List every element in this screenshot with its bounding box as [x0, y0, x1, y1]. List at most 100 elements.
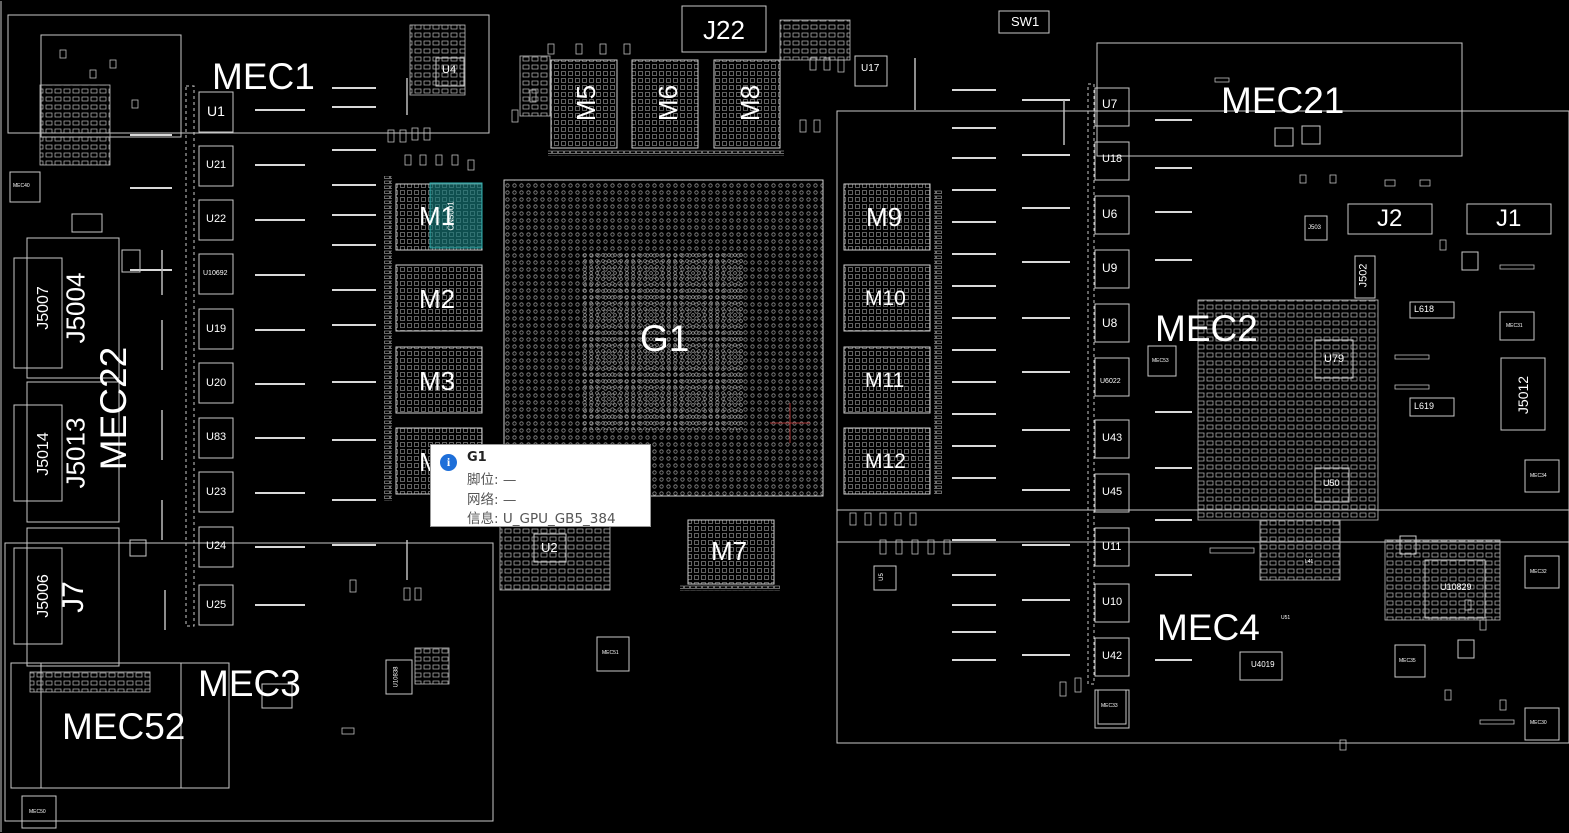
label-u20: U20 — [206, 377, 227, 389]
label-j1: J1 — [1496, 205, 1522, 232]
label-u9: U9 — [1102, 261, 1118, 275]
label-u42: U42 — [1102, 650, 1123, 662]
label-g1: G1 — [640, 318, 690, 359]
label-u24: U24 — [206, 540, 227, 552]
tooltip-info-value: U_GPU_GB5_384 — [502, 511, 616, 527]
label-m12: M12 — [865, 450, 906, 473]
label-u17: U17 — [861, 63, 880, 74]
tooltip-info-label: 信息: — [467, 511, 499, 527]
label-mec33: MEC33 — [1101, 703, 1118, 709]
label-m7: M7 — [711, 536, 748, 566]
label-mec30: MEC30 — [1530, 720, 1547, 726]
label-mec40: MEC40 — [13, 183, 30, 189]
label-u6: U6 — [1102, 207, 1118, 221]
label-mec35: MEC35 — [1399, 658, 1416, 664]
label-m10: M10 — [865, 287, 906, 310]
crosshair-cursor — [770, 403, 810, 443]
label-u6022: U6022 — [1100, 378, 1121, 385]
tooltip-pin-label: 脚位: — [467, 472, 499, 488]
label-j5013: J5013 — [60, 417, 91, 489]
label-mec53: MEC53 — [1152, 358, 1169, 364]
label-u22: U22 — [206, 213, 227, 225]
inductor-pads — [130, 87, 1192, 661]
label-u18: U18 — [1102, 153, 1123, 165]
label-u10692: U10692 — [203, 270, 228, 277]
passive-clusters — [29, 19, 1501, 693]
label-cn5001: CN5001 — [446, 201, 456, 231]
label-u10: U10 — [1102, 596, 1123, 608]
label-u8: U8 — [1102, 316, 1118, 330]
label-u83: U83 — [206, 431, 227, 443]
label-u4019: U4019 — [1251, 660, 1275, 669]
label-mec2: MEC2 — [1155, 308, 1258, 349]
label-m9: M9 — [866, 202, 903, 232]
label-u43: U43 — [1102, 432, 1123, 444]
component-info-tooltip: i G1 脚位: — 网络: — 信息: U_GPU_GB5_384 — [430, 444, 651, 527]
label-u11: U11 — [1102, 541, 1122, 553]
label-u45: U45 — [1102, 486, 1123, 498]
label-m11: M11 — [865, 369, 905, 392]
label-j5006: J5006 — [34, 574, 52, 618]
label-mec34: MEC34 — [1530, 473, 1547, 479]
label-u51: U51 — [1281, 615, 1291, 621]
label-l618: L618 — [1414, 304, 1435, 314]
label-u10829: U10829 — [1440, 582, 1472, 592]
label-j22: J22 — [703, 15, 745, 45]
label-mec4: MEC4 — [1157, 607, 1260, 648]
label-mec51: MEC51 — [602, 650, 619, 656]
label-m3: M3 — [419, 366, 456, 396]
label-j5007: J5007 — [34, 286, 52, 330]
tooltip-net-row: 网络: — — [467, 488, 516, 508]
gpu-g1-footprint — [503, 179, 824, 497]
highlighted-component-cn5001[interactable] — [429, 182, 483, 249]
label-u2: U2 — [541, 540, 558, 555]
regulator-column-left — [185, 85, 234, 627]
label-m6: M6 — [653, 84, 684, 122]
tooltip-pin-row: 脚位: — — [467, 468, 516, 488]
label-u23: U23 — [206, 486, 227, 498]
label-j503: J503 — [1308, 225, 1322, 231]
label-m1: M1 — [419, 201, 456, 231]
label-u25: U25 — [206, 599, 227, 611]
label-mec52: MEC52 — [62, 706, 186, 747]
label-u19: U19 — [206, 323, 227, 335]
vertical-traces — [161, 58, 1065, 630]
label-mec50: MEC50 — [29, 809, 46, 815]
label-j5012: J5012 — [1515, 375, 1532, 415]
label-u21: U21 — [206, 159, 227, 171]
label-mec22: MEC22 — [93, 346, 135, 471]
tooltip-net-value: — — [502, 492, 517, 508]
label-j7: J7 — [56, 581, 90, 613]
tooltip-info-row: 信息: U_GPU_GB5_384 — [467, 507, 616, 527]
label-j5004: J5004 — [60, 272, 91, 344]
memory-side-pin-rows — [384, 150, 942, 591]
tooltip-title: G1 — [467, 450, 487, 465]
tooltip-net-label: 网络: — [467, 492, 499, 508]
label-u10838: U10838 — [393, 666, 400, 688]
label-m8: M8 — [735, 84, 766, 122]
label-j2: J2 — [1377, 205, 1403, 232]
label-u7: U7 — [1102, 97, 1118, 111]
label-j502: J502 — [1357, 263, 1370, 288]
label-m5: M5 — [571, 84, 602, 122]
label-u1: U1 — [207, 103, 225, 119]
label-sw1: SW1 — [1011, 14, 1040, 29]
label-mec1: MEC1 — [212, 56, 315, 97]
label-mec21: MEC21 — [1221, 80, 1345, 121]
label-u5: U5 — [878, 573, 885, 581]
label-l41: L41 — [1305, 559, 1314, 565]
label-j5014: J5014 — [34, 432, 52, 476]
label-m2: M2 — [419, 284, 456, 314]
label-u4: U4 — [442, 64, 457, 76]
label-mec31: MEC31 — [1506, 323, 1523, 329]
tooltip-pin-value: — — [502, 472, 517, 488]
label-mec3: MEC3 — [198, 663, 301, 704]
regulator-column-right — [1087, 83, 1130, 729]
label-u50: U50 — [1323, 478, 1340, 488]
component-frames — [9, 5, 1560, 829]
label-u79: U79 — [1324, 353, 1345, 365]
info-icon: i — [440, 454, 457, 471]
label-l619: L619 — [1414, 401, 1435, 411]
label-mec32: MEC32 — [1530, 569, 1547, 575]
